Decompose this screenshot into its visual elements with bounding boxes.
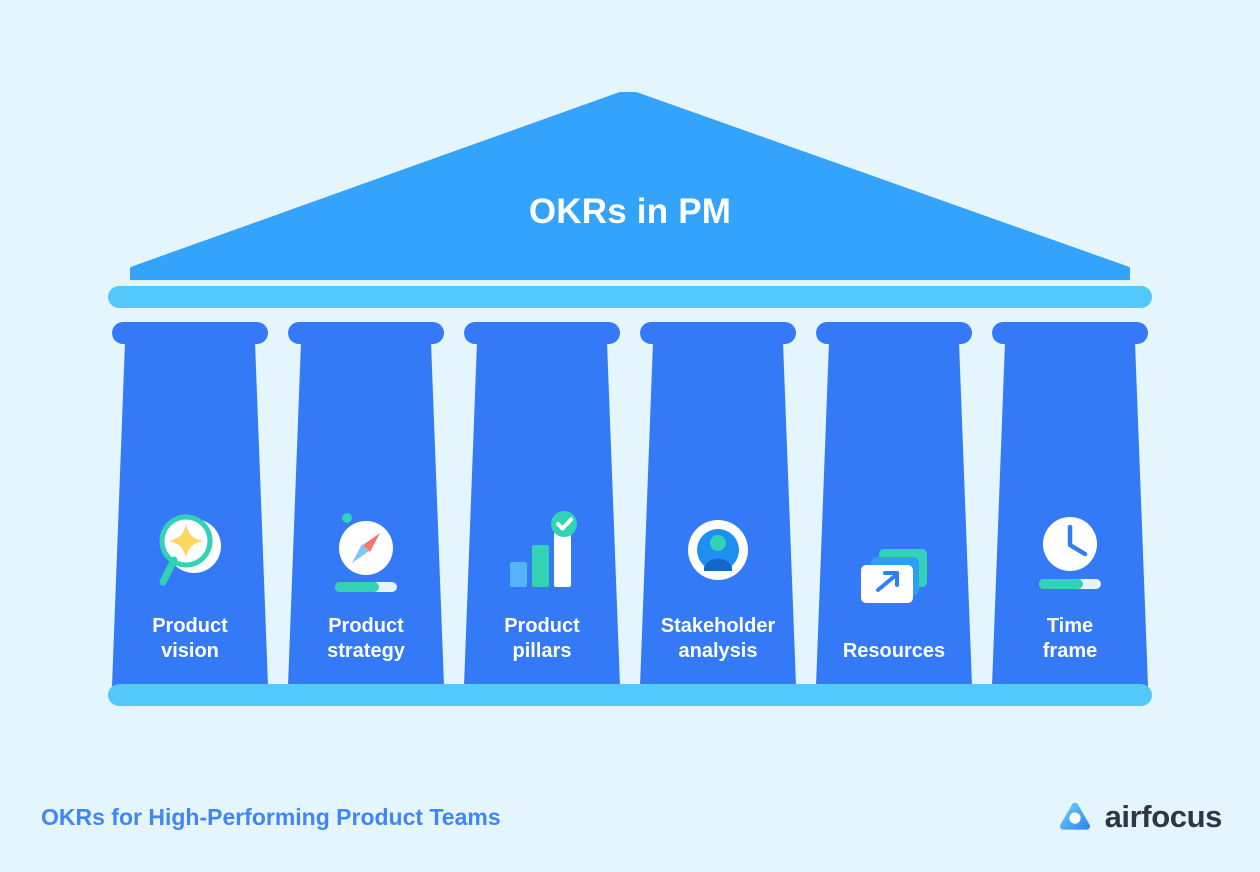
pillar-capital — [288, 322, 444, 344]
brand-lockup: airfocus — [1057, 782, 1222, 852]
compass-icon — [325, 510, 407, 596]
stylobate-bar — [108, 684, 1152, 706]
pillar-capital — [992, 322, 1148, 344]
pillar-product-vision[interactable]: Product vision — [112, 322, 288, 686]
pillar-product-pillars[interactable]: Product pillars — [464, 322, 640, 686]
pillar-shaft — [816, 342, 972, 686]
pillar-shaft — [112, 342, 268, 686]
bar-chart-check-icon — [501, 510, 583, 596]
pillar-shaft — [464, 342, 620, 686]
pillar-time-frame[interactable]: Time frame — [992, 322, 1168, 686]
pillar-label: Resources — [842, 640, 946, 662]
pillar-resources[interactable]: Resources — [816, 322, 992, 686]
pillar-label: Product pillars — [504, 615, 580, 662]
pillar-shaft — [640, 342, 796, 686]
magnifier-star-icon — [149, 510, 231, 596]
pillar-label: Stakeholder analysis — [660, 615, 776, 662]
footer: OKRs for High-Performing Product Teams a… — [0, 782, 1260, 852]
pillar-capital — [816, 322, 972, 344]
pillar-product-strategy[interactable]: Product strategy — [288, 322, 464, 686]
airfocus-logo-icon — [1057, 800, 1093, 834]
pillar-capital — [464, 322, 620, 344]
pillar-label: Time frame — [1042, 615, 1098, 662]
pillar-content: Product strategy — [288, 342, 444, 686]
user-circle-icon — [677, 510, 759, 596]
pillar-capital — [640, 322, 796, 344]
pediment: OKRs in PM — [130, 92, 1130, 280]
pillar-content: Time frame — [992, 342, 1148, 686]
pillar-shaft — [288, 342, 444, 686]
columns-group: Product vision — [0, 322, 1260, 686]
pillar-content: Product vision — [112, 342, 268, 686]
pillar-content: Resources — [816, 342, 972, 686]
temple-illustration: OKRs in PM — [0, 92, 1260, 706]
footer-caption: OKRs for High-Performing Product Teams — [41, 803, 501, 830]
pillar-content: Stakeholder analysis — [640, 342, 796, 686]
pillar-shaft — [992, 342, 1148, 686]
pillar-label: Product vision — [152, 615, 228, 662]
brand-name: airfocus — [1104, 799, 1223, 834]
pillar-label: Product strategy — [327, 615, 405, 662]
clock-icon — [1029, 510, 1111, 596]
architrave-bar — [108, 286, 1152, 308]
pillar-content: Product pillars — [464, 342, 620, 686]
stacked-cards-arrow-icon — [853, 535, 935, 621]
pillar-capital — [112, 322, 268, 344]
page-title: OKRs in PM — [528, 192, 732, 231]
pillar-stakeholder-analysis[interactable]: Stakeholder analysis — [640, 322, 816, 686]
